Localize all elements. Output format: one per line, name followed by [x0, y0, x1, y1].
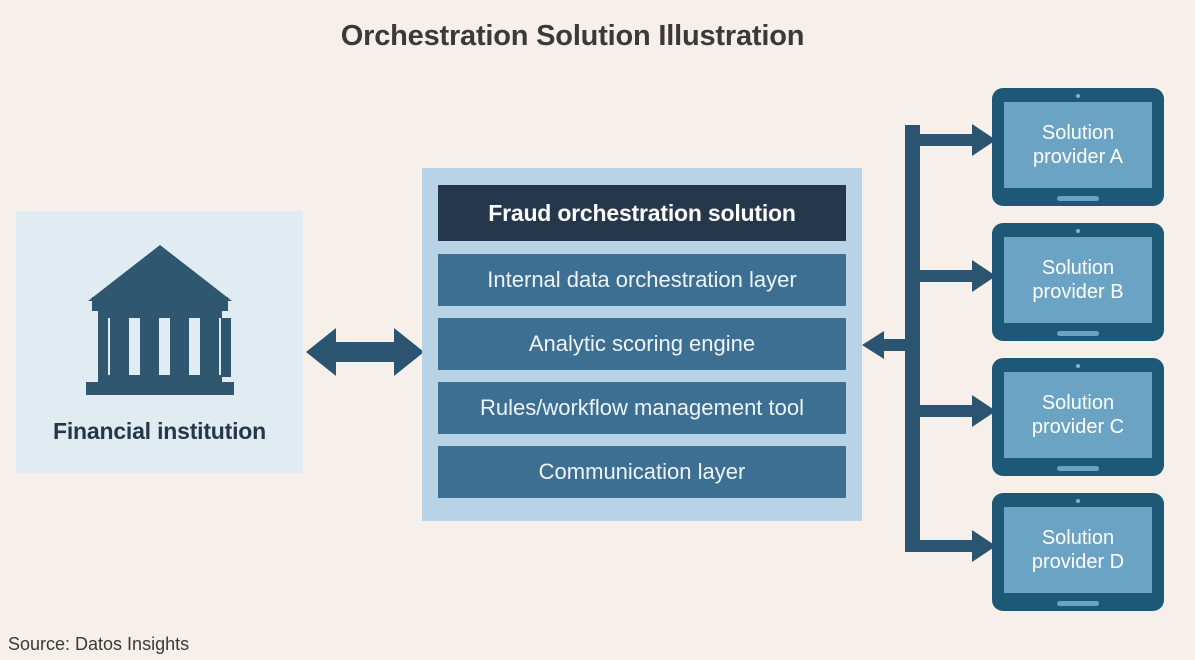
bank-icon: [85, 245, 234, 395]
orchestration-layer-analytic-scoring: Analytic scoring engine: [438, 318, 846, 370]
home-bar-icon: [1057, 331, 1099, 336]
provider-b-line2: provider B: [1032, 281, 1124, 303]
provider-branch-connectors: [862, 124, 996, 562]
orchestration-layer-rules-workflow: Rules/workflow management tool: [438, 382, 846, 434]
camera-dot-icon: [1076, 229, 1080, 233]
provider-c-line2: provider C: [1031, 416, 1125, 438]
bidirectional-arrow-icon: [306, 328, 424, 376]
camera-dot-icon: [1076, 499, 1080, 503]
provider-c-line1: Solution: [1041, 391, 1115, 414]
financial-institution-panel: Financial institution: [16, 211, 303, 473]
financial-institution-label: Financial institution: [52, 418, 267, 444]
camera-dot-icon: [1076, 364, 1080, 368]
provider-b-line1: Solution: [1041, 256, 1115, 279]
provider-d-line1: Solution: [1041, 526, 1115, 549]
orchestration-layer-communication: Communication layer: [438, 446, 846, 498]
provider-d-line2: provider D: [1031, 551, 1125, 573]
home-bar-icon: [1057, 196, 1099, 201]
provider-a-line2: provider A: [1032, 146, 1124, 168]
fraud-orchestration-container: Fraud orchestration solution Internal da…: [422, 168, 862, 521]
home-bar-icon: [1057, 466, 1099, 471]
page-title: Orchestration Solution Illustration: [340, 20, 805, 52]
orchestration-layer-internal-data: Internal data orchestration layer: [438, 254, 846, 306]
home-bar-icon: [1057, 601, 1099, 606]
orchestration-header: Fraud orchestration solution: [438, 185, 846, 241]
provider-a-line1: Solution: [1041, 121, 1115, 144]
bank-icon-container: [16, 239, 303, 397]
solution-provider-d-screen: Solution provider D: [1004, 507, 1152, 593]
solution-provider-c-tablet[interactable]: Solution provider C: [992, 358, 1164, 476]
solution-provider-d-tablet[interactable]: Solution provider D: [992, 493, 1164, 611]
solution-provider-a-tablet[interactable]: Solution provider A: [992, 88, 1164, 206]
solution-provider-b-screen: Solution provider B: [1004, 237, 1152, 323]
solution-provider-b-tablet[interactable]: Solution provider B: [992, 223, 1164, 341]
solution-provider-c-screen: Solution provider C: [1004, 372, 1152, 458]
camera-dot-icon: [1076, 94, 1080, 98]
solution-provider-a-screen: Solution provider A: [1004, 102, 1152, 188]
source-note: Source: Datos Insights: [8, 634, 190, 654]
